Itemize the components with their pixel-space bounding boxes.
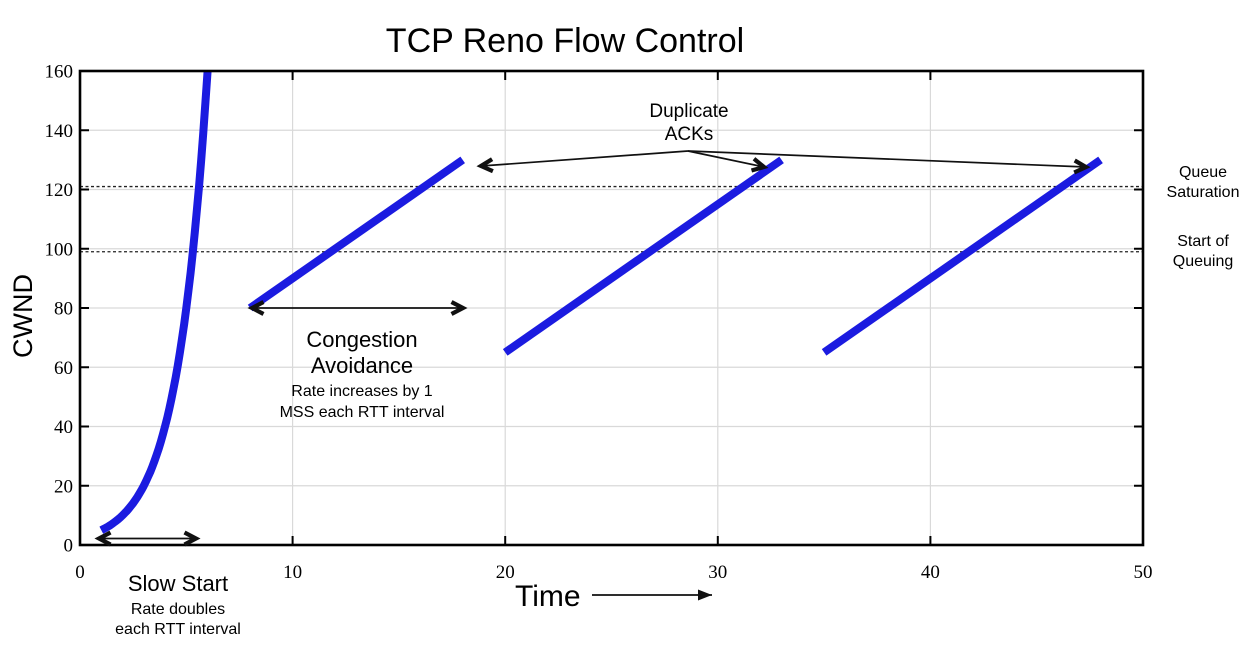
x-tick-label: 30 [708, 562, 727, 583]
series-line [99, 71, 212, 534]
y-axis-label: CWND [8, 274, 38, 358]
congestion-avoidance-title-2: Avoidance [311, 353, 413, 378]
congestion-avoidance-desc-1: Rate increases by 1 [291, 383, 433, 400]
start-of-queuing-line-1: Start of [1177, 233, 1229, 250]
gridlines [80, 71, 1143, 545]
slow-start-desc-1: Rate doubles [131, 601, 225, 618]
axes-frame [78, 69, 1145, 547]
congestion-avoidance-span-arrow-head [247, 300, 265, 316]
series-line [821, 156, 1103, 356]
x-tick-label: 20 [496, 562, 515, 583]
x-tick-label: 0 [75, 562, 85, 583]
congestion-avoidance-span-arrow-head [450, 300, 468, 316]
dup-ack-pointer-right-head [1073, 158, 1091, 175]
dup-ack-pointer-left-head [476, 157, 494, 174]
y-tick-label: 80 [54, 299, 73, 320]
y-tick-label: 60 [54, 358, 73, 379]
dup-ack-pointer-middle [687, 150, 765, 168]
annotation-arrows [94, 150, 1091, 601]
y-tick-label: 0 [64, 536, 74, 557]
label-queue-saturation: Queue Saturation [1167, 164, 1240, 201]
start-of-queuing-line-2: Queuing [1173, 253, 1234, 270]
series-line [502, 156, 784, 356]
dup-ack-pointer-middle-head [750, 157, 769, 173]
y-tick-label: 120 [45, 180, 74, 201]
y-tick-label: 20 [54, 476, 73, 497]
annotation-duplicate-acks: Duplicate ACKs [649, 101, 728, 145]
label-start-of-queuing: Start of Queuing [1173, 233, 1234, 270]
y-tick-label: 140 [45, 121, 74, 142]
tick-labels: 0 10 20 30 40 50 0 20 40 60 80 100 120 140 160 [45, 62, 1153, 584]
annotation-congestion-avoidance: Congestion Avoidance Rate increases by 1… [280, 327, 445, 421]
dup-ack-pointer-right [687, 150, 1087, 168]
congestion-avoidance-desc-2: MSS each RTT interval [280, 404, 445, 421]
x-tick-label: 50 [1134, 562, 1153, 583]
dup-ack-pointer-left [480, 150, 689, 167]
congestion-avoidance-title-1: Congestion [306, 327, 417, 352]
slow-start-span-arrow-head [183, 530, 201, 547]
queue-saturation-line-2: Saturation [1167, 184, 1240, 201]
y-tick-label: 160 [45, 62, 74, 83]
annotation-slow-start: Slow Start Rate doubles each RTT interva… [115, 571, 241, 638]
duplicate-acks-line-1: Duplicate [649, 101, 728, 122]
queue-saturation-line-1: Queue [1179, 164, 1227, 181]
data-series [99, 71, 1103, 534]
x-axis-label: Time [515, 580, 581, 613]
chart-title: TCP Reno Flow Control [386, 22, 744, 60]
slow-start-span-arrow-head [94, 530, 112, 547]
x-tick-label: 10 [283, 562, 302, 583]
slow-start-title: Slow Start [128, 571, 228, 596]
slow-start-desc-2: each RTT interval [115, 621, 241, 638]
y-tick-label: 100 [45, 239, 74, 260]
x-tick-label: 40 [921, 562, 940, 583]
series-line [247, 156, 465, 312]
y-tick-label: 40 [54, 417, 73, 438]
time-direction-arrow-head [698, 589, 712, 601]
duplicate-acks-line-2: ACKs [665, 124, 714, 145]
